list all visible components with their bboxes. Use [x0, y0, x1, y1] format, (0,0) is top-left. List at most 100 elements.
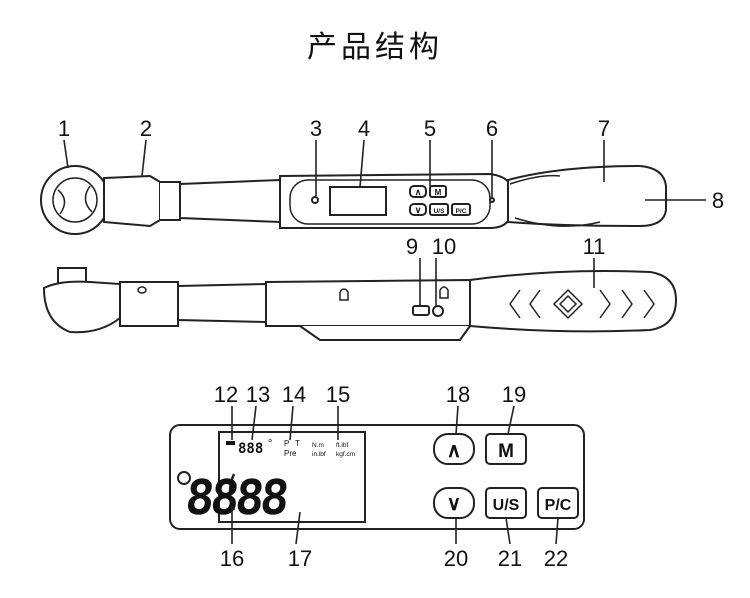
- battery-icon: [226, 441, 235, 445]
- lcd-screen: [218, 431, 366, 523]
- wrench-top-view: ∧ M ∨ U/S P/C: [40, 164, 667, 235]
- unit-kgfcm-label: kgf.cm: [336, 451, 355, 458]
- grip-chevron-4: [621, 289, 633, 319]
- down-button[interactable]: [433, 487, 475, 519]
- callout-10: 10: [432, 234, 456, 259]
- callout-1: 1: [58, 116, 70, 141]
- grip-chevron-3: [599, 289, 611, 319]
- up-button-label: ∧: [447, 440, 462, 462]
- side-body-bottom: [299, 325, 471, 341]
- wrench-down-label: ∨: [415, 205, 422, 215]
- progress-arc: [228, 473, 236, 511]
- callout-9: 9: [406, 234, 418, 259]
- panel-hole: [177, 471, 191, 485]
- mode-p-label: P: [284, 439, 289, 448]
- us-button-label: U/S: [493, 497, 520, 514]
- callout-11: 11: [583, 234, 606, 259]
- leader-1: [63, 139, 69, 169]
- callout-13: 13: [246, 382, 270, 407]
- m-button-label: M: [498, 441, 514, 462]
- side-clip-right: [439, 286, 449, 299]
- callout-4: 4: [358, 116, 370, 141]
- callout-17: 17: [288, 546, 312, 571]
- callout-18: 18: [446, 382, 470, 407]
- up-button[interactable]: [433, 433, 475, 465]
- wrench-pc-label: P/C: [456, 208, 467, 215]
- side-pin: [137, 286, 147, 294]
- grip-diamond-inner: [558, 294, 578, 314]
- pc-button-label: P/C: [545, 497, 572, 514]
- callout-3: 3: [310, 116, 322, 141]
- wrench-side-view: [42, 267, 678, 341]
- callout-22: 22: [544, 546, 568, 571]
- torque-digits: 8888: [183, 470, 289, 526]
- leader-21: [505, 517, 511, 545]
- page-title: 产品结构: [307, 30, 443, 65]
- grip-chevron-1: [509, 289, 521, 319]
- callout-20: 20: [444, 546, 468, 571]
- callout-21: 21: [498, 546, 522, 571]
- callout-7: 7: [598, 116, 610, 141]
- wrench-m-button[interactable]: [429, 185, 447, 198]
- handle-edge-line: [509, 174, 561, 185]
- wrench-us-button[interactable]: [429, 203, 449, 216]
- callout-14: 14: [282, 382, 306, 407]
- angle-digits: 888: [238, 441, 263, 457]
- callout-8: 8: [712, 188, 724, 213]
- unit-inlbf-label: in.lbf: [312, 451, 326, 458]
- wrench-up-button[interactable]: [409, 185, 427, 198]
- leader-2: [141, 139, 147, 177]
- grip-chevron-5: [643, 289, 655, 319]
- unit-nm-label: N.m: [312, 442, 324, 449]
- leader-13: [251, 405, 257, 441]
- callout-12: 12: [214, 382, 238, 407]
- neck-ring: [160, 181, 181, 221]
- handle-grip-line: [514, 217, 601, 227]
- callout-5: 5: [424, 116, 436, 141]
- callout-16: 16: [220, 546, 244, 571]
- wrench-us-label: U/S: [434, 208, 446, 215]
- callout-19: 19: [502, 382, 526, 407]
- side-shaft: [177, 282, 267, 324]
- leader-17: [295, 511, 301, 545]
- unit-ftlbf-label: ft.lbf: [336, 442, 348, 449]
- down-button-label: ∨: [447, 493, 462, 515]
- callout-6: 6: [486, 116, 498, 141]
- callout-15: 15: [326, 382, 350, 407]
- side-clip-left: [339, 288, 349, 301]
- usb-port: [412, 305, 430, 316]
- ratchet-detail: [57, 185, 93, 215]
- leader-14: [289, 405, 294, 441]
- leader-18: [455, 405, 459, 435]
- wrench-m-label: M: [435, 188, 442, 197]
- leader-19: [507, 405, 515, 435]
- side-ratchet-head: [42, 280, 121, 334]
- ratchet-head: [40, 165, 110, 235]
- wrench-up-label: ∧: [415, 187, 422, 197]
- callout-numbers: 1 2 3 4 5 6 7 8 9 10 11 12 13 14 15 16 1…: [58, 116, 724, 571]
- leader-4: [359, 139, 365, 188]
- lcd-window: [329, 186, 387, 216]
- degree-symbol: °: [268, 438, 272, 450]
- side-neck: [119, 281, 179, 327]
- shaft: [179, 178, 281, 224]
- mode-pre-label: Pre: [284, 449, 297, 458]
- side-body: [265, 278, 471, 327]
- indicator-light: [311, 196, 319, 204]
- leader-lines: [63, 139, 706, 545]
- buzzer-hole: [489, 197, 495, 203]
- m-button[interactable]: [485, 433, 527, 465]
- neck-block: [103, 174, 161, 228]
- callout-2: 2: [140, 116, 152, 141]
- wrench-pc-button[interactable]: [451, 203, 471, 216]
- leader-22: [555, 517, 559, 545]
- grip-diamond-outer: [552, 288, 584, 320]
- grip-chevron-2: [529, 289, 541, 319]
- mode-t-label: T: [295, 439, 300, 448]
- power-port: [432, 305, 444, 317]
- ratchet-core: [52, 177, 98, 223]
- wrench-down-button[interactable]: [409, 203, 427, 216]
- display-panel: 888 ° P T Pre N.m ft.lbf in.lbf kgf.cm 8…: [169, 424, 585, 530]
- handle: [507, 164, 667, 228]
